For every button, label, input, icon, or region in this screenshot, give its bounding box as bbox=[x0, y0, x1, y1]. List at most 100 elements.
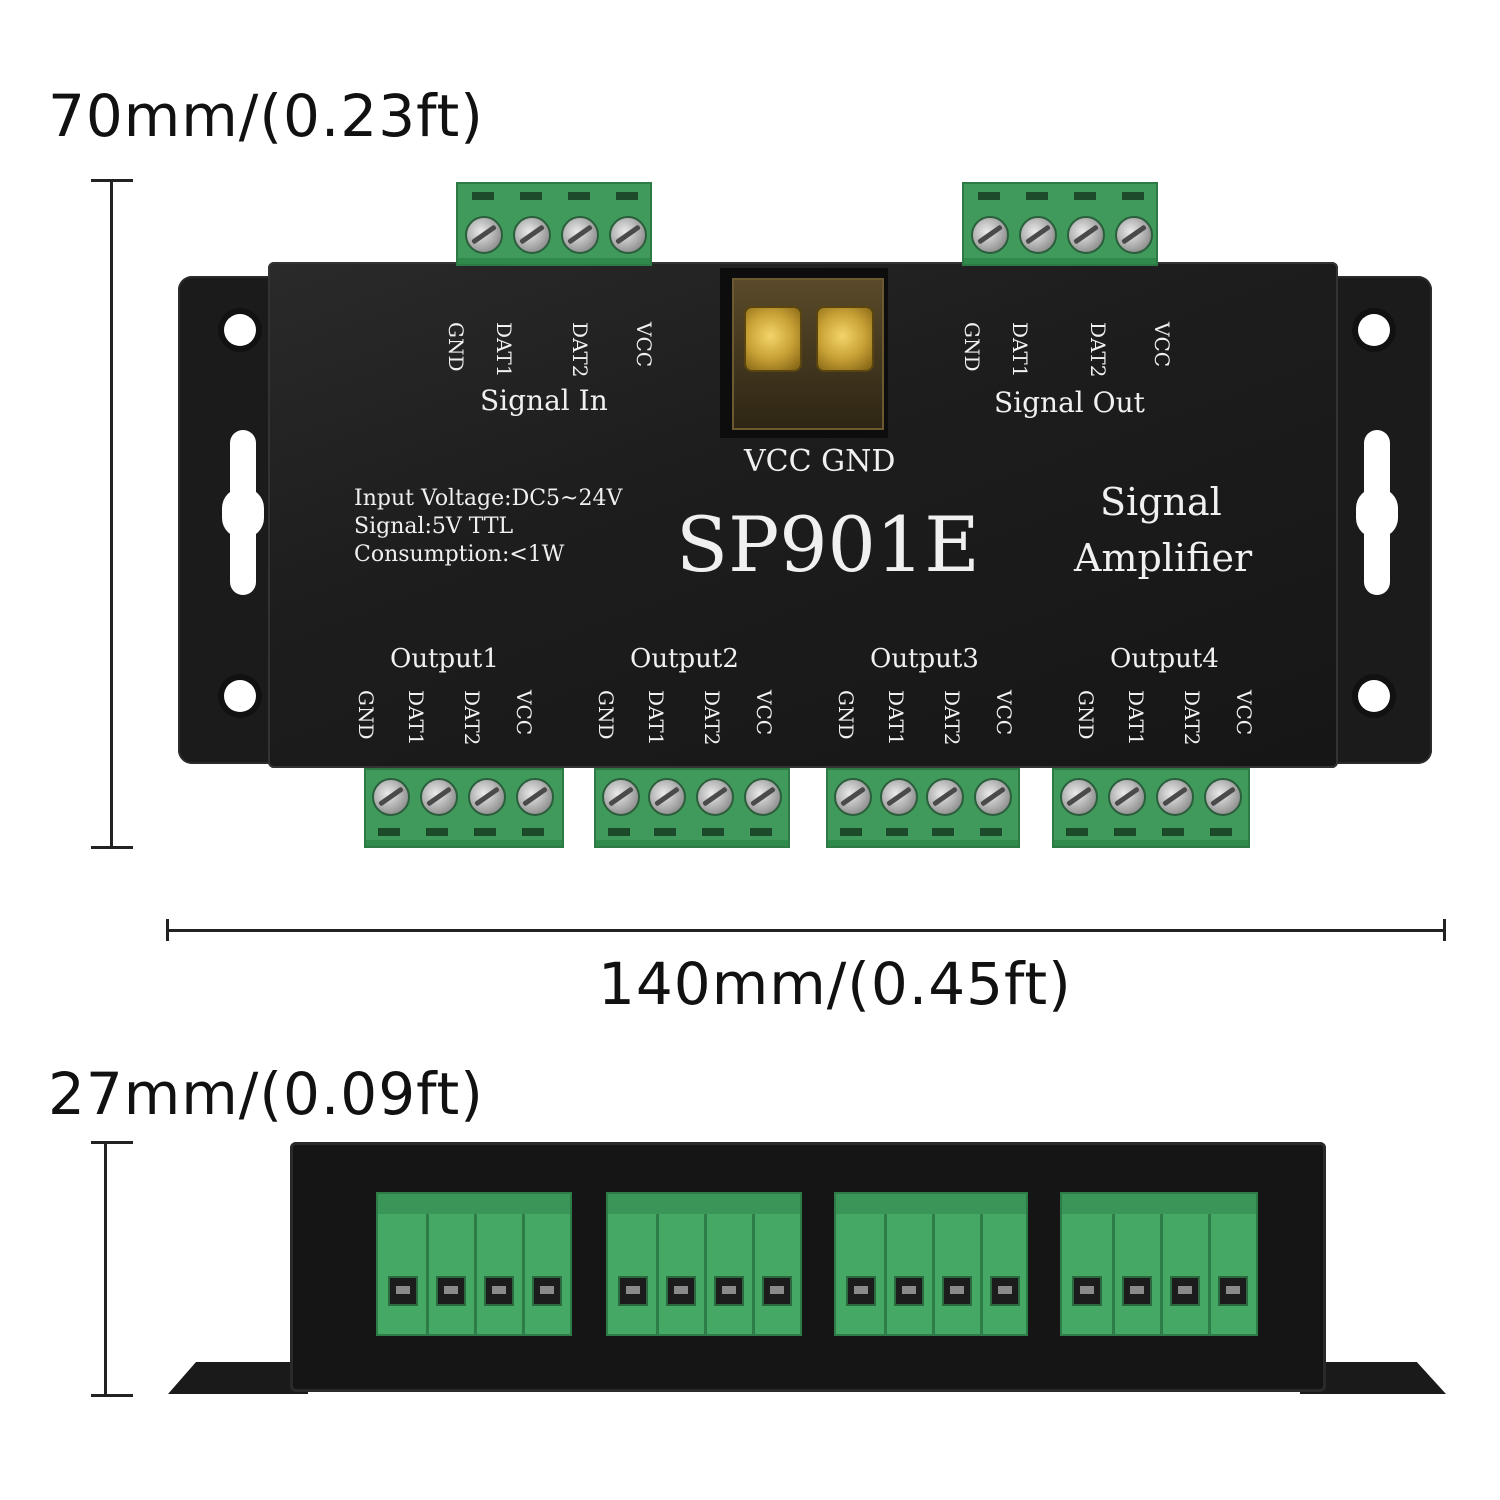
mount-slot-icon bbox=[222, 488, 264, 538]
product-name-line1: Signal bbox=[1100, 480, 1222, 524]
screw-icon bbox=[1108, 778, 1146, 816]
output-pin-label: DAT1 bbox=[404, 690, 428, 746]
mount-hole-icon bbox=[1358, 680, 1390, 712]
wire-socket-icon bbox=[532, 1276, 562, 1306]
signal-out-pin-label: DAT1 bbox=[1008, 322, 1032, 378]
product-name-line2: Amplifier bbox=[1074, 536, 1253, 580]
wire-socket-icon bbox=[484, 1276, 514, 1306]
output-pin-label: GND bbox=[1074, 690, 1098, 740]
screw-icon bbox=[974, 778, 1012, 816]
width-dimension-label: 140mm/(0.45ft) bbox=[598, 950, 1072, 1018]
wire-socket-icon bbox=[1218, 1276, 1248, 1306]
depth-dimension-label: 27mm/(0.09ft) bbox=[48, 1060, 484, 1128]
output-pin-label: GND bbox=[594, 690, 618, 740]
signal-in-pin-label: GND bbox=[444, 322, 468, 372]
screw-icon bbox=[926, 778, 964, 816]
screw-icon bbox=[744, 778, 782, 816]
output3-terminal-block bbox=[826, 768, 1020, 848]
output-pin-label: VCC bbox=[752, 690, 776, 736]
wire-socket-icon bbox=[990, 1276, 1020, 1306]
screw-icon bbox=[468, 778, 506, 816]
signal-out-pin-label: VCC bbox=[1150, 322, 1174, 368]
output1-terminal-block bbox=[364, 768, 564, 848]
model-name: SP901E bbox=[676, 500, 980, 589]
output-title: Output3 bbox=[870, 644, 979, 674]
screw-icon bbox=[696, 778, 734, 816]
screw-icon bbox=[513, 216, 551, 254]
signal-in-title: Signal In bbox=[480, 384, 608, 417]
output-pin-label: DAT2 bbox=[460, 690, 484, 746]
spec-signal: Signal:5V TTL bbox=[354, 514, 514, 539]
output4-terminal-block bbox=[1052, 768, 1250, 848]
signal-out-terminal-block bbox=[962, 182, 1158, 266]
screw-icon bbox=[1156, 778, 1194, 816]
signal-in-pin-label: DAT2 bbox=[568, 322, 592, 378]
side-terminal-block bbox=[1060, 1192, 1258, 1336]
wire-socket-icon bbox=[436, 1276, 466, 1306]
wire-socket-icon bbox=[618, 1276, 648, 1306]
wire-socket-icon bbox=[942, 1276, 972, 1306]
screw-icon bbox=[834, 778, 872, 816]
output-pin-label: GND bbox=[834, 690, 858, 740]
output-pin-label: DAT2 bbox=[940, 690, 964, 746]
screw-icon bbox=[609, 216, 647, 254]
screw-icon bbox=[648, 778, 686, 816]
height-dimension-label: 70mm/(0.23ft) bbox=[48, 82, 484, 150]
brass-screw-icon bbox=[744, 306, 802, 372]
output-pin-label: DAT1 bbox=[644, 690, 668, 746]
output-pin-label: DAT1 bbox=[1124, 690, 1148, 746]
wire-socket-icon bbox=[1072, 1276, 1102, 1306]
signal-in-terminal-block bbox=[456, 182, 652, 266]
spec-voltage: Input Voltage:DC5~24V bbox=[354, 486, 623, 511]
brass-screw-icon bbox=[816, 306, 874, 372]
signal-out-pin-label: GND bbox=[960, 322, 984, 372]
signal-in-pin-label: VCC bbox=[632, 322, 656, 368]
wire-socket-icon bbox=[1170, 1276, 1200, 1306]
power-terminal-block bbox=[732, 278, 884, 430]
signal-out-pin-label: DAT2 bbox=[1086, 322, 1110, 378]
screw-icon bbox=[1067, 216, 1105, 254]
signal-in-pin-label: DAT1 bbox=[492, 322, 516, 378]
screw-icon bbox=[1115, 216, 1153, 254]
screw-icon bbox=[1060, 778, 1098, 816]
mount-slot-icon bbox=[1356, 488, 1398, 538]
mount-hole-icon bbox=[1358, 314, 1390, 346]
screw-icon bbox=[465, 216, 503, 254]
screw-icon bbox=[516, 778, 554, 816]
power-label: VCC GND bbox=[744, 444, 896, 479]
side-terminal-block bbox=[834, 1192, 1028, 1336]
mount-hole-icon bbox=[224, 680, 256, 712]
output-pin-label: DAT2 bbox=[1180, 690, 1204, 746]
side-terminal-block bbox=[606, 1192, 802, 1336]
screw-icon bbox=[420, 778, 458, 816]
wire-socket-icon bbox=[388, 1276, 418, 1306]
wire-socket-icon bbox=[846, 1276, 876, 1306]
output-title: Output1 bbox=[390, 644, 499, 674]
side-left-flange bbox=[168, 1362, 308, 1394]
screw-icon bbox=[971, 216, 1009, 254]
output-pin-label: VCC bbox=[512, 690, 536, 736]
output-title: Output4 bbox=[1110, 644, 1219, 674]
output-pin-label: VCC bbox=[992, 690, 1016, 736]
output-pin-label: DAT2 bbox=[700, 690, 724, 746]
wire-socket-icon bbox=[666, 1276, 696, 1306]
wire-socket-icon bbox=[1122, 1276, 1152, 1306]
side-terminal-block bbox=[376, 1192, 572, 1336]
wire-socket-icon bbox=[762, 1276, 792, 1306]
screw-icon bbox=[880, 778, 918, 816]
output-title: Output2 bbox=[630, 644, 739, 674]
wire-socket-icon bbox=[894, 1276, 924, 1306]
output-pin-label: DAT1 bbox=[884, 690, 908, 746]
output-pin-label: GND bbox=[354, 690, 378, 740]
signal-out-title: Signal Out bbox=[994, 386, 1145, 419]
screw-icon bbox=[561, 216, 599, 254]
screw-icon bbox=[1204, 778, 1242, 816]
screw-icon bbox=[1019, 216, 1057, 254]
mount-hole-icon bbox=[224, 314, 256, 346]
output2-terminal-block bbox=[594, 768, 790, 848]
screw-icon bbox=[372, 778, 410, 816]
output-pin-label: VCC bbox=[1232, 690, 1256, 736]
wire-socket-icon bbox=[714, 1276, 744, 1306]
spec-consumption: Consumption:<1W bbox=[354, 542, 565, 567]
screw-icon bbox=[602, 778, 640, 816]
